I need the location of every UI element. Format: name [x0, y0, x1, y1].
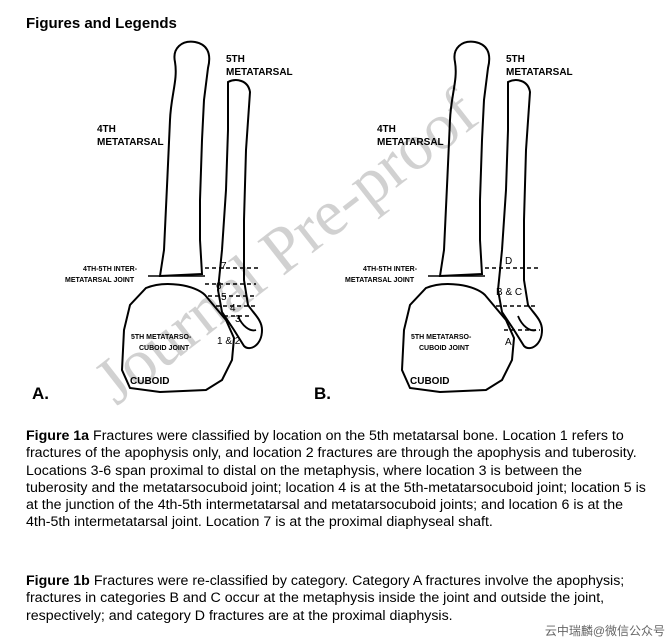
cuboid-bone: [120, 283, 236, 394]
intermetatarsal-joint-label-b-line2: METATARSAL JOINT: [345, 277, 415, 284]
category-a-label: A: [505, 337, 512, 348]
cuboid-bone-b: [400, 283, 516, 394]
fourth-metatarsal-label-b-line1: 4TH: [377, 124, 396, 135]
fifth-metatarsal-bone: [216, 79, 264, 350]
intermetatarsal-joint-label-line1: 4TH-5TH INTER-: [83, 266, 138, 273]
fifth-metatarsal-label-b-line1: 5TH: [506, 54, 525, 65]
location-4-label: 4: [230, 303, 236, 314]
caption-figure-1b: Figure 1b Fractures were re-classified b…: [26, 573, 646, 625]
metatarsocuboid-joint-label-b-line2: CUBOID JOINT: [419, 345, 470, 352]
cuboid-label: CUBOID: [130, 376, 169, 387]
fifth-metatarsal-label-line1: 5TH: [226, 54, 245, 65]
wechat-credit: 云中瑞麟@微信公众号: [544, 624, 665, 638]
metatarsocuboid-joint-label-b-line1: 5TH METATARSO-: [411, 334, 472, 341]
caption-figure-1a: Figure 1a Fractures were classified by l…: [26, 428, 646, 532]
fourth-metatarsal-bone-b: [438, 40, 491, 278]
panel-b: [400, 40, 544, 394]
fifth-metatarsal-label-b-line2: METATARSAL: [506, 67, 573, 78]
location-5-label: 5: [221, 292, 227, 303]
fourth-metatarsal-label-line2: METATARSAL: [97, 137, 164, 148]
metatarsocuboid-joint-label-line2: CUBOID JOINT: [139, 345, 190, 352]
panel-a: [120, 40, 264, 394]
caption-1b-label: Figure 1b: [26, 573, 90, 589]
panel-b-lines: [428, 267, 540, 331]
location-6-label: 6: [216, 281, 222, 292]
location-1-2-label: 1 & 2: [217, 336, 241, 347]
location-7-label: 7: [221, 261, 227, 272]
category-d-label: D: [505, 256, 512, 267]
caption-1a-text: Fractures were classified by location on…: [26, 428, 646, 531]
panel-b-text: 5TH METATARSAL 4TH METATARSAL 4TH-5TH IN…: [314, 54, 573, 403]
category-b-c-label: B & C: [496, 287, 522, 298]
panel-b-label: B.: [314, 384, 331, 403]
fifth-metatarsal-bone-b: [496, 79, 544, 350]
fracture-diagram: 5TH METATARSAL 4TH METATARSAL 4TH-5TH IN…: [32, 40, 573, 403]
fourth-metatarsal-label-line1: 4TH: [97, 124, 116, 135]
metatarsocuboid-joint-label-line1: 5TH METATARSO-: [131, 334, 192, 341]
panel-a-label: A.: [32, 384, 49, 403]
caption-1a-label: Figure 1a: [26, 428, 90, 444]
fourth-metatarsal-bone: [158, 40, 211, 278]
section-heading: Figures and Legends: [26, 15, 177, 32]
panel-a-text: 5TH METATARSAL 4TH METATARSAL 4TH-5TH IN…: [32, 54, 293, 403]
fourth-metatarsal-label-b-line2: METATARSAL: [377, 137, 444, 148]
intermetatarsal-joint-label-line2: METATARSAL JOINT: [65, 277, 135, 284]
caption-1b-text: Fractures were re-classified by category…: [26, 573, 625, 624]
intermetatarsal-joint-label-b-line1: 4TH-5TH INTER-: [363, 266, 418, 273]
cuboid-label-b: CUBOID: [410, 376, 449, 387]
panel-a-lines: [148, 267, 258, 317]
fifth-metatarsal-label-line2: METATARSAL: [226, 67, 293, 78]
location-3-label: 3: [235, 314, 241, 325]
